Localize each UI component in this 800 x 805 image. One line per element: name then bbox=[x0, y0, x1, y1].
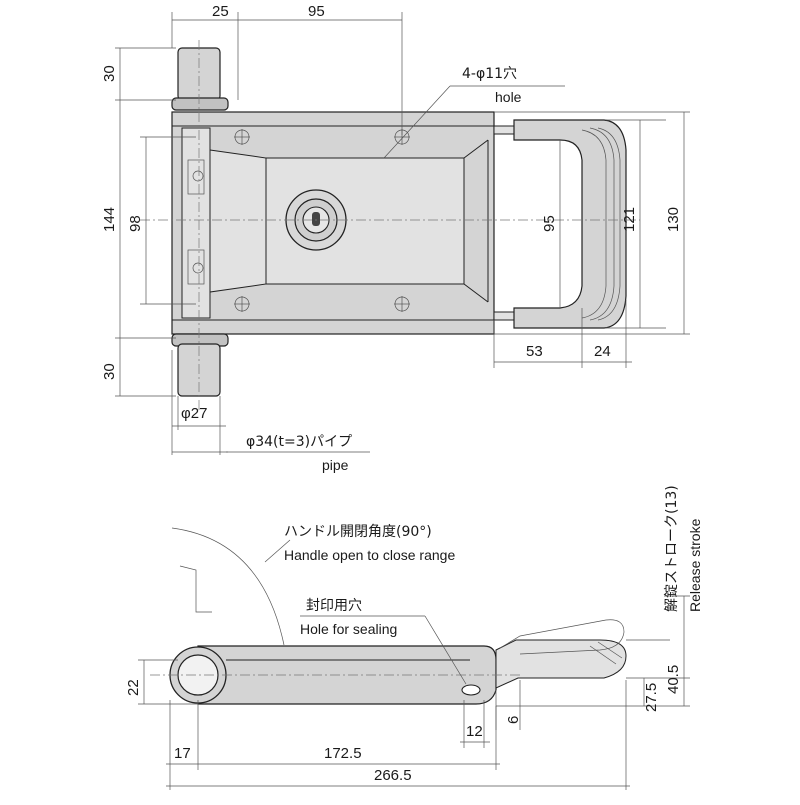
pipe-note-jp: φ34(t=3)パイプ bbox=[246, 434, 352, 450]
dim-inner-95: 95 bbox=[541, 215, 558, 232]
dim-27-5: 27.5 bbox=[643, 683, 660, 712]
top-view: 25 95 30 30 144 98 95 121 130 53 24 bbox=[101, 3, 690, 473]
dim-left-144: 144 bbox=[101, 207, 118, 232]
release-stroke-jp: 解錠ストローク(13) bbox=[664, 485, 680, 612]
mounting-hole bbox=[394, 296, 410, 312]
side-view: ハンドル開閉角度(90°) Handle open to close range… bbox=[125, 485, 703, 790]
dim-40-5: 40.5 bbox=[665, 665, 682, 694]
top-pipe-end bbox=[177, 47, 221, 101]
mounting-hole bbox=[234, 296, 250, 312]
seal-hole-en: Hole for sealing bbox=[300, 621, 397, 637]
handle-swing-outline bbox=[179, 565, 212, 613]
handle-swing-arc bbox=[171, 527, 285, 646]
hole-note-jp: 4-φ11穴 bbox=[462, 66, 517, 82]
dim-left-30-bottom: 30 bbox=[101, 363, 118, 380]
dim-top-95: 95 bbox=[308, 3, 325, 20]
sealing-hole bbox=[461, 684, 481, 696]
dim-172-5: 172.5 bbox=[324, 745, 362, 762]
handle-rod-top bbox=[493, 125, 515, 135]
handle-side bbox=[495, 639, 627, 689]
hinge-bracket bbox=[181, 127, 211, 319]
dim-left-98: 98 bbox=[127, 215, 144, 232]
lock-housing-wedge bbox=[209, 149, 267, 293]
handle-range-en: Handle open to close range bbox=[284, 547, 455, 563]
dim-266-5: 266.5 bbox=[374, 767, 412, 784]
dim-bottom-24: 24 bbox=[594, 343, 611, 360]
dim-top-25: 25 bbox=[212, 3, 229, 20]
dim-phi27: φ27 bbox=[181, 405, 207, 422]
dim-left-30-top: 30 bbox=[101, 65, 118, 82]
dim-6: 6 bbox=[505, 716, 522, 724]
pipe-note-en: pipe bbox=[322, 457, 349, 473]
handle-range-jp: ハンドル開閉角度(90°) bbox=[284, 524, 432, 540]
mounting-hole bbox=[234, 129, 250, 145]
top-hinge-ring bbox=[171, 97, 229, 111]
dim-right-130: 130 bbox=[665, 207, 682, 232]
dim-right-121: 121 bbox=[621, 207, 638, 232]
handle bbox=[513, 119, 627, 329]
keyhole bbox=[312, 212, 320, 226]
dim-22: 22 bbox=[125, 679, 142, 696]
dim-17: 17 bbox=[174, 745, 191, 762]
hole-note-en: hole bbox=[495, 89, 522, 105]
handle-rod-bottom bbox=[493, 311, 515, 321]
seal-hole-jp: 封印用穴 bbox=[306, 598, 362, 614]
release-stroke-en: Release stroke bbox=[687, 518, 703, 612]
dim-bottom-53: 53 bbox=[526, 343, 543, 360]
dim-12: 12 bbox=[466, 723, 483, 740]
